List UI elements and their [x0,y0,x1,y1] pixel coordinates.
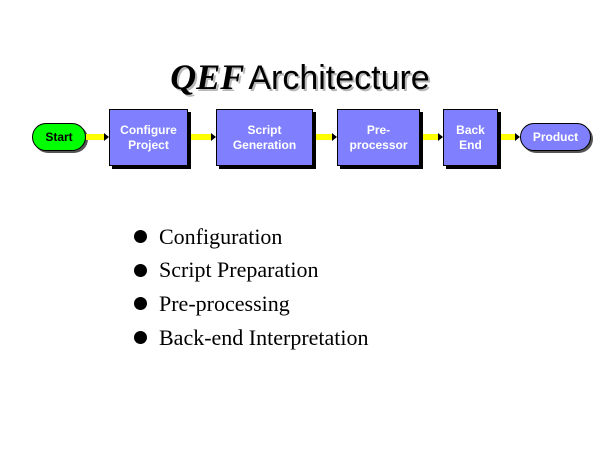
flow-arrow [191,133,216,141]
flow-arrow [423,133,443,141]
flow-arrow [86,133,109,141]
step-label: Back End [456,122,485,152]
slide-title: QEF Architecture [0,56,600,98]
bullet-item: Back-end Interpretation [134,321,369,355]
product-node-label: Product [532,130,579,144]
step-back-end: Back End [443,109,498,166]
step-label: Pre- processor [349,122,408,152]
bullet-text: Pre-processing [159,290,290,316]
product-node: Product [520,123,591,151]
step-configure-project: Configure Project [109,109,188,166]
step-label: Script Generation [232,122,297,152]
bullet-text: Configuration [159,223,283,249]
flow-arrow [316,133,337,141]
bullet-dot-icon [134,263,147,277]
title-word: Architecture [248,59,430,97]
bullet-text: Back-end Interpretation [159,324,369,350]
step-label: Configure Project [120,122,177,152]
title-acronym: QEF [170,57,245,97]
step-script-generation: Script Generation [216,109,313,166]
start-node-label: Start [45,130,73,144]
step-pre-processor: Pre- processor [337,109,420,166]
flow-arrow [501,133,520,141]
bullet-item: Script Preparation [134,254,369,288]
bullet-dot-icon [134,331,147,345]
bullet-dot-icon [134,297,147,311]
bullet-dot-icon [134,230,147,244]
bullet-text: Script Preparation [159,257,319,283]
bullet-item: Configuration [134,220,369,254]
bullet-list: Configuration Script Preparation Pre-pro… [134,220,369,354]
start-node: Start [32,123,86,151]
bullet-item: Pre-processing [134,287,369,321]
